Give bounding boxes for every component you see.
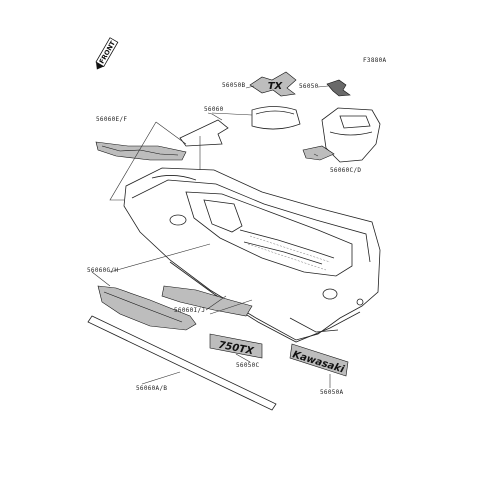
label-56060e-f: 56060E/F bbox=[96, 116, 128, 123]
decal-rect bbox=[179, 119, 229, 147]
label-56050c: 56050C bbox=[236, 362, 260, 369]
decal-tx: TX bbox=[249, 71, 297, 97]
decal-kawasaki: Kawasaki bbox=[289, 343, 349, 377]
svg-text:TX: TX bbox=[268, 81, 284, 92]
svg-text:FRONT: FRONT bbox=[98, 39, 118, 65]
front-direction-badge: FRONT bbox=[95, 37, 119, 70]
decal-56060e-f bbox=[95, 141, 187, 161]
label-56050b: 56050B bbox=[222, 82, 246, 89]
label-56050a: 56050A bbox=[320, 389, 344, 396]
decal-56060c-d bbox=[302, 145, 335, 161]
storage-lid bbox=[251, 106, 301, 130]
decal-56060i-j bbox=[161, 285, 253, 317]
decal-56060g-h bbox=[97, 285, 197, 331]
label-56060i-j: 56060I/J bbox=[174, 307, 206, 314]
decal-small-flame bbox=[326, 79, 351, 97]
hull bbox=[123, 167, 381, 343]
leader-lines bbox=[91, 85, 331, 388]
label-56050: 56050 bbox=[299, 83, 319, 90]
label-56060a-b: 56060A/B bbox=[136, 385, 168, 392]
label-56060c-d: 56060C/D bbox=[330, 167, 362, 174]
decal-750tx: 750TX bbox=[209, 333, 263, 359]
front-arrow-icon bbox=[96, 62, 104, 70]
label-56060g-h: 56060G/H bbox=[87, 267, 119, 274]
decal-56060a-b bbox=[87, 315, 277, 411]
figure-code: F3880A bbox=[363, 57, 387, 64]
label-56060: 56060 bbox=[204, 106, 224, 113]
